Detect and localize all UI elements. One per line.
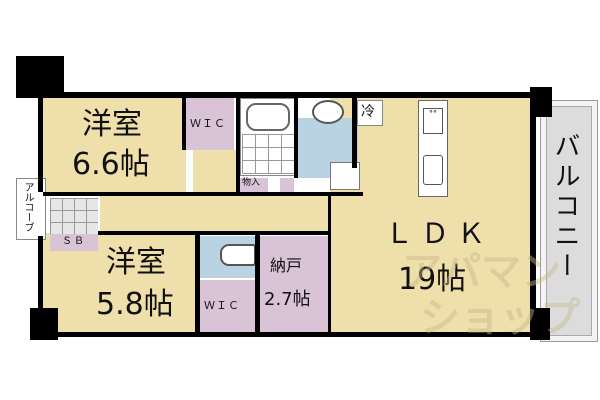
wall-left-lower xyxy=(38,236,43,336)
washer-pan-icon xyxy=(330,162,360,190)
stove-icon: °° xyxy=(423,108,443,134)
wall-wash-r xyxy=(352,98,357,168)
column-tl xyxy=(16,56,64,98)
kitchen-sink-icon xyxy=(423,155,443,185)
alcove-grid xyxy=(50,198,98,234)
closet-label: 物入 xyxy=(242,178,261,188)
wic-2 xyxy=(200,280,255,332)
wall-bottom xyxy=(36,332,540,337)
alcove-label: アルコーブ xyxy=(22,182,33,232)
fridge-label: 冷 xyxy=(361,104,375,120)
room1-size: 6.6帖 xyxy=(72,147,150,182)
small-closet xyxy=(280,178,294,193)
wic2-label: ＷＩＣ xyxy=(204,299,240,312)
wall-bath-l xyxy=(236,98,240,194)
wic-1 xyxy=(186,98,234,150)
column-tr xyxy=(530,87,552,117)
watermark-line2: ショップ xyxy=(420,295,580,341)
fridge-box xyxy=(357,100,383,126)
column-bl xyxy=(30,308,58,340)
ldk-name: ＬＤＫ xyxy=(385,217,494,250)
wall-nando-r xyxy=(328,196,331,336)
storage-size: 2.7帖 xyxy=(264,289,311,310)
toilet-icon xyxy=(220,244,256,266)
storage-room xyxy=(260,236,328,332)
wic1-label: ＷＩＣ xyxy=(190,117,226,130)
bath-floor-grid xyxy=(242,134,294,174)
storage-name: 納戸 xyxy=(270,256,303,275)
wall-nando-l xyxy=(255,235,260,335)
wall-toilet-l xyxy=(195,235,200,335)
sb-label: ＳＢ xyxy=(62,236,86,247)
entry xyxy=(193,150,238,195)
wall-right xyxy=(530,92,536,337)
room1-name: 洋室 xyxy=(82,107,142,142)
sink-icon xyxy=(312,100,344,124)
watermark-line1: アパマン xyxy=(402,249,562,295)
western-room-1 xyxy=(43,98,186,193)
column-br xyxy=(530,308,550,340)
hallway xyxy=(100,195,330,231)
room2-name: 洋室 xyxy=(106,245,166,280)
room2-size: 5.8帖 xyxy=(96,287,174,322)
wall-left-upper xyxy=(38,92,43,192)
wall-top xyxy=(36,92,534,98)
wall-h-mid2 xyxy=(98,231,330,235)
wall-h-mid xyxy=(43,192,363,196)
wall-wic1 xyxy=(182,98,186,150)
ldk-size: 19帖 xyxy=(398,262,467,297)
bathtub-icon xyxy=(246,103,290,131)
wall-bath-r xyxy=(294,98,298,178)
closet-storage xyxy=(240,178,268,193)
balcony-label: バルコニー xyxy=(550,132,580,282)
sb xyxy=(50,234,98,251)
balcony xyxy=(546,106,592,336)
